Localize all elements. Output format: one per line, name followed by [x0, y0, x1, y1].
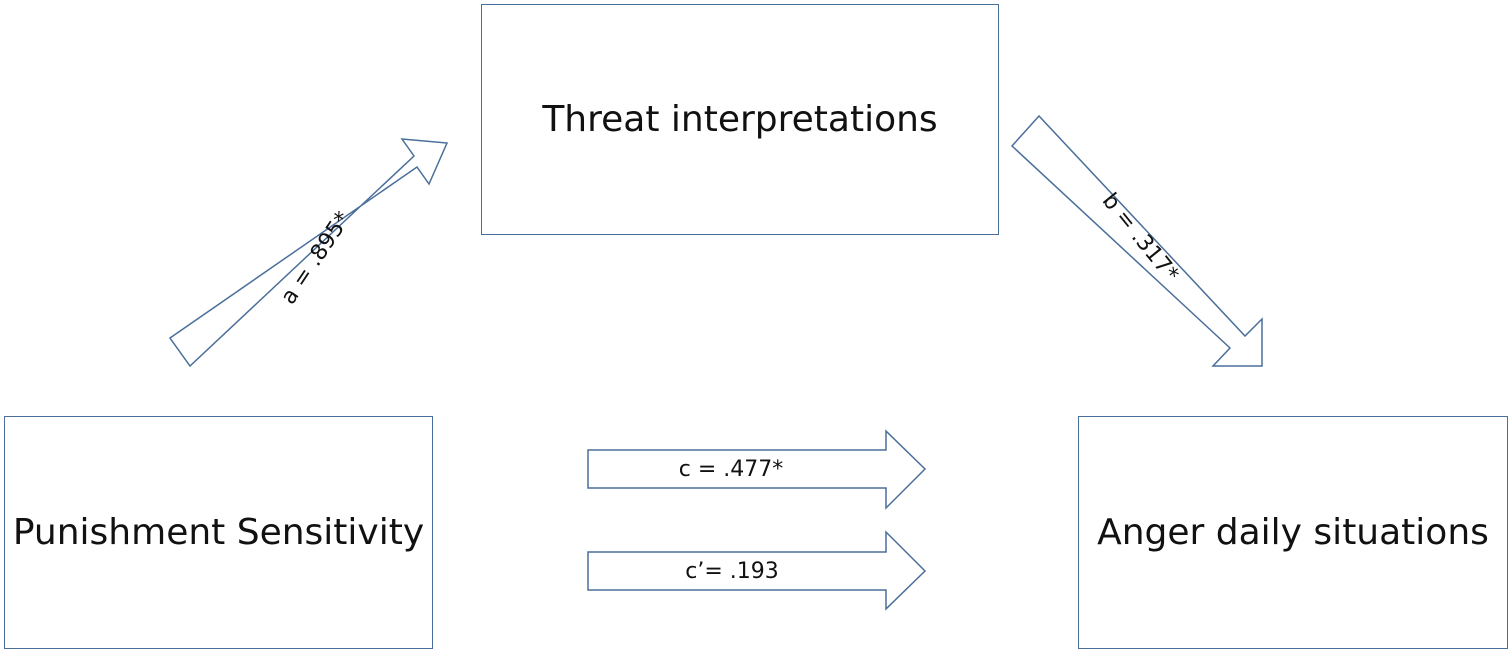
- predictor-box: Punishment Sensitivity: [4, 416, 433, 649]
- predictor-label: Punishment Sensitivity: [12, 512, 425, 553]
- arrow-a: a = .895*: [168, 138, 449, 368]
- arrow-c-shape: [587, 429, 927, 510]
- arrow-b-label: b = .317*: [1097, 189, 1183, 287]
- outcome-box: Anger daily situations: [1078, 416, 1508, 649]
- arrow-c-prime: c’= .193: [587, 530, 927, 611]
- arrow-b-shape: [1010, 114, 1263, 367]
- arrow-c: c = .477*: [587, 429, 927, 510]
- mediator-label: Threat interpretations: [542, 99, 938, 140]
- arrow-a-shape: [168, 138, 449, 368]
- arrow-b: b = .317*: [1010, 114, 1263, 367]
- mediator-box: Threat interpretations: [481, 4, 999, 235]
- arrow-c-prime-label: c’= .193: [685, 559, 779, 584]
- arrow-c-label: c = .477*: [679, 457, 784, 482]
- arrow-c-prime-shape: [587, 530, 927, 611]
- outcome-label: Anger daily situations: [1097, 512, 1489, 553]
